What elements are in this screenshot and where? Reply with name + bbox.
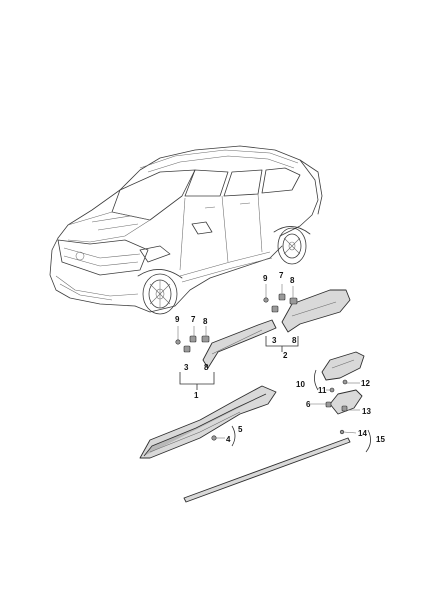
clip-7-right [278, 293, 286, 301]
vehicle-illustration [49, 145, 323, 315]
clip-8-right [289, 297, 298, 305]
sill-trim-panel-right [281, 289, 351, 333]
callout-6: 6 [306, 400, 311, 409]
lower-sill-molding [139, 385, 277, 459]
callout-2: 2 [283, 351, 288, 360]
clip-13 [341, 405, 348, 412]
callout-3a: 3 [184, 363, 189, 372]
screw-9-right [263, 297, 269, 303]
end-cap-lower [329, 389, 363, 415]
callout-8d: 8 [292, 336, 297, 345]
bracket-5 [231, 425, 236, 447]
end-cap-upper [321, 351, 365, 381]
screw-9-left [175, 339, 181, 345]
callout-7b: 7 [279, 271, 284, 280]
clip-parts-group-1 [175, 326, 210, 353]
callout-3b: 3 [272, 336, 277, 345]
callout-8b: 8 [204, 363, 209, 372]
callout-1: 1 [194, 391, 199, 400]
callout-7a: 7 [191, 315, 196, 324]
callout-8c: 8 [290, 276, 295, 285]
bracket-group-2 [265, 336, 299, 352]
callout-4: 4 [226, 435, 231, 444]
callout-10: 10 [296, 380, 305, 389]
callout-15: 15 [376, 435, 385, 444]
clip-8-left [201, 335, 210, 343]
callout-labels: 9 7 8 3 8 1 9 7 8 3 8 2 10 11 12 6 13 4 … [175, 271, 385, 444]
clip-parts-group-2 [263, 284, 298, 313]
clip-14 [339, 429, 345, 435]
long-trim-strip [183, 437, 351, 503]
clip-4 [211, 435, 217, 441]
leader-lines [216, 382, 360, 439]
clip-3-left [183, 345, 191, 353]
screw-12 [342, 379, 348, 385]
callout-13: 13 [362, 407, 371, 416]
bracket-15 [365, 429, 371, 453]
callout-5: 5 [238, 425, 243, 434]
clip-6 [325, 401, 332, 408]
callout-12: 12 [361, 379, 370, 388]
callout-9a: 9 [175, 315, 180, 324]
sill-trim-panel-left [202, 319, 277, 369]
callout-9b: 9 [263, 274, 268, 283]
nut-11 [329, 387, 335, 393]
bracket-10 [314, 369, 319, 391]
clip-7-left [189, 335, 197, 343]
callout-8a: 8 [203, 317, 208, 326]
callout-11: 11 [318, 386, 327, 395]
callout-14: 14 [358, 429, 367, 438]
clip-3-right [271, 305, 279, 313]
bracket-group-1 [179, 372, 215, 390]
